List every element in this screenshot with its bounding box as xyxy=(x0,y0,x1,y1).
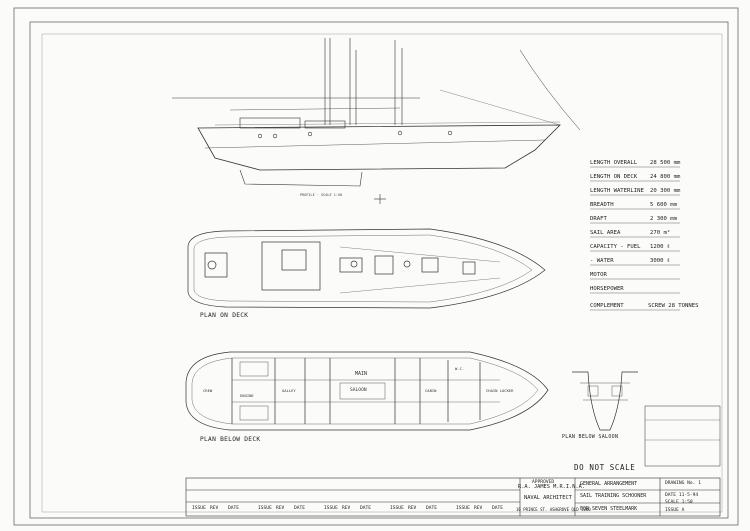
plan-on-deck-title: PLAN ON DECK xyxy=(200,312,249,319)
room-wc: W.C. xyxy=(455,366,465,371)
revision-cell: REV xyxy=(276,506,285,511)
spec-value: 1200 ℓ xyxy=(650,244,670,250)
drawing-scale: SCALE 1:50 xyxy=(665,500,693,505)
svg-text:PROFILE · SCALE 1:50: PROFILE · SCALE 1:50 xyxy=(300,193,342,197)
revision-cell: DATE xyxy=(492,506,504,511)
revision-cell: DATE xyxy=(360,506,372,511)
spec-label: DRAFT xyxy=(590,216,607,222)
room-saloon: SALOON xyxy=(350,388,367,393)
room-main: MAIN xyxy=(355,371,368,377)
north-arrow-icon xyxy=(374,194,386,204)
revision-cell: DATE xyxy=(426,506,438,511)
revision-cell: DATE xyxy=(294,506,306,511)
spec-label: - WATER xyxy=(590,258,614,264)
spec-value: SCREW 28 TONNES xyxy=(648,303,699,309)
revision-cell: ISSUE xyxy=(456,506,470,511)
spec-label: LENGTH ON DECK xyxy=(590,174,638,180)
spec-value: 270 m² xyxy=(650,230,671,236)
plan-below-saloon-title: PLAN BELOW SALOON xyxy=(562,434,619,440)
revision-cell: REV xyxy=(342,506,351,511)
room-engine: ENGINE xyxy=(240,393,254,398)
drawing-title-3: FOR SEVEN STEELMARK xyxy=(580,506,638,512)
saloon-section xyxy=(572,371,638,431)
spec-label: BREADTH xyxy=(590,202,614,208)
architect-name: R.A. JAMES M.R.I.N.A. xyxy=(518,484,585,490)
side-elevation xyxy=(172,38,581,187)
revision-cell: ISSUE xyxy=(192,506,206,511)
drawing-issue: ISSUE A xyxy=(665,508,685,513)
architect-address: 16 PRINCE ST. ASHGROVE QLD 4060 xyxy=(516,507,591,512)
revision-cell: REV xyxy=(210,506,219,511)
spec-label: LENGTH WATERLINE xyxy=(590,188,644,194)
spec-underlines xyxy=(590,166,680,311)
spec-value: 20 300 mm xyxy=(650,188,681,194)
title-block-frame xyxy=(185,405,721,517)
revision-cell: ISSUE xyxy=(258,506,272,511)
spec-value: 2 300 mm xyxy=(650,216,677,222)
drawing-number: DRAWING No. 1 xyxy=(665,481,701,486)
approved-label: APPROVED xyxy=(532,480,555,485)
room-crew: CREW xyxy=(203,388,213,393)
spec-label: CAPACITY - FUEL xyxy=(590,244,641,250)
spec-label: SAIL AREA xyxy=(590,230,621,236)
revision-cell: DATE xyxy=(228,506,240,511)
spec-value: 28 500 mm xyxy=(650,160,681,166)
revision-cell: REV xyxy=(474,506,483,511)
drawing-title-2: SAIL TRAINING SCHOONER xyxy=(580,493,647,499)
revision-cell: ISSUE xyxy=(390,506,404,511)
drawing-date: DATE 11-5-94 xyxy=(665,493,699,498)
revision-cell: REV xyxy=(408,506,417,511)
spec-label: HORSEPOWER xyxy=(590,286,624,292)
architect-role: NAVAL ARCHITECT xyxy=(524,495,572,501)
spec-label: COMPLEMENT xyxy=(590,303,624,309)
do-not-scale-note: DO NOT SCALE xyxy=(574,463,636,472)
below-deck-plan xyxy=(185,351,549,431)
revision-cell: ISSUE xyxy=(324,506,338,511)
spec-value: 5 600 mm xyxy=(650,202,677,208)
spec-label: LENGTH OVERALL xyxy=(590,160,638,166)
room-galley: GALLEY xyxy=(282,388,296,393)
drawing-title-1: GENERAL ARRANGEMENT xyxy=(580,481,638,487)
spec-label: MOTOR xyxy=(590,272,607,278)
room-cabin: CABIN xyxy=(425,388,437,393)
room-chain-locker: CHAIN LOCKER xyxy=(486,388,514,393)
spec-value: 3000 ℓ xyxy=(650,258,670,264)
spec-value: 24 800 mm xyxy=(650,174,681,180)
plan-below-deck-title: PLAN BELOW DECK xyxy=(200,436,261,443)
deck-plan xyxy=(187,228,546,309)
sheet-border xyxy=(13,7,739,526)
